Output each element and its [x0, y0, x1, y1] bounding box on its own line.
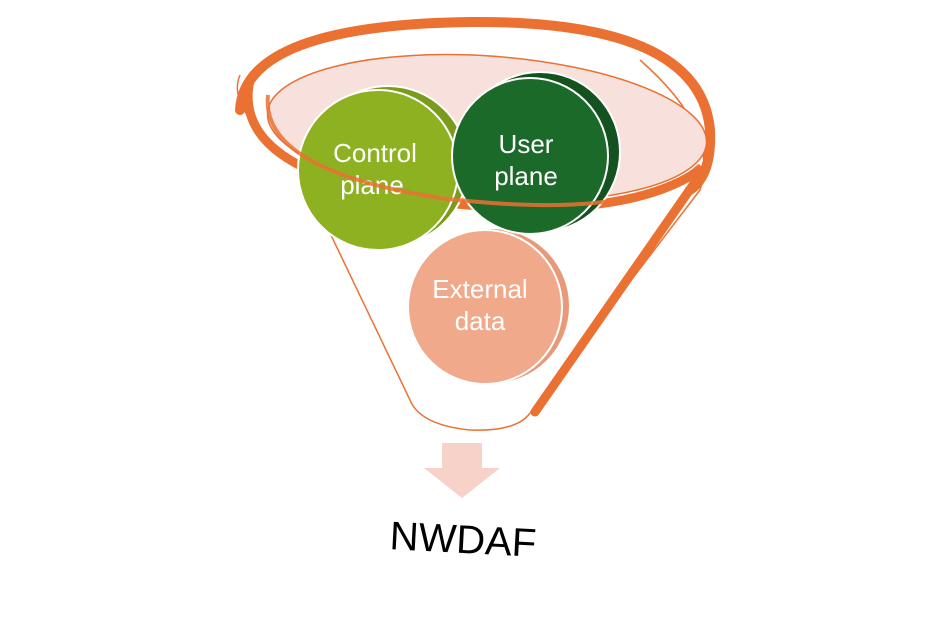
funnel-back-rim — [235, 16, 716, 195]
bubble-external-data: External data — [407, 227, 571, 385]
bubble-control-plane: Control plane — [297, 85, 469, 251]
bubble-user-plane-line1: User — [499, 129, 554, 159]
bubble-external-data-line2: data — [455, 306, 506, 336]
funnel-right-edge — [530, 170, 705, 417]
down-arrow-icon — [424, 443, 500, 498]
bubble-control-plane-line1: Control — [333, 138, 417, 168]
bubble-external-data-line1: External — [432, 274, 527, 304]
funnel-rim-overlay — [265, 94, 702, 208]
bubble-user-plane-line2: plane — [494, 161, 558, 191]
bubble-user-plane: User plane — [451, 71, 621, 235]
output-label: NWDAF — [389, 514, 538, 566]
